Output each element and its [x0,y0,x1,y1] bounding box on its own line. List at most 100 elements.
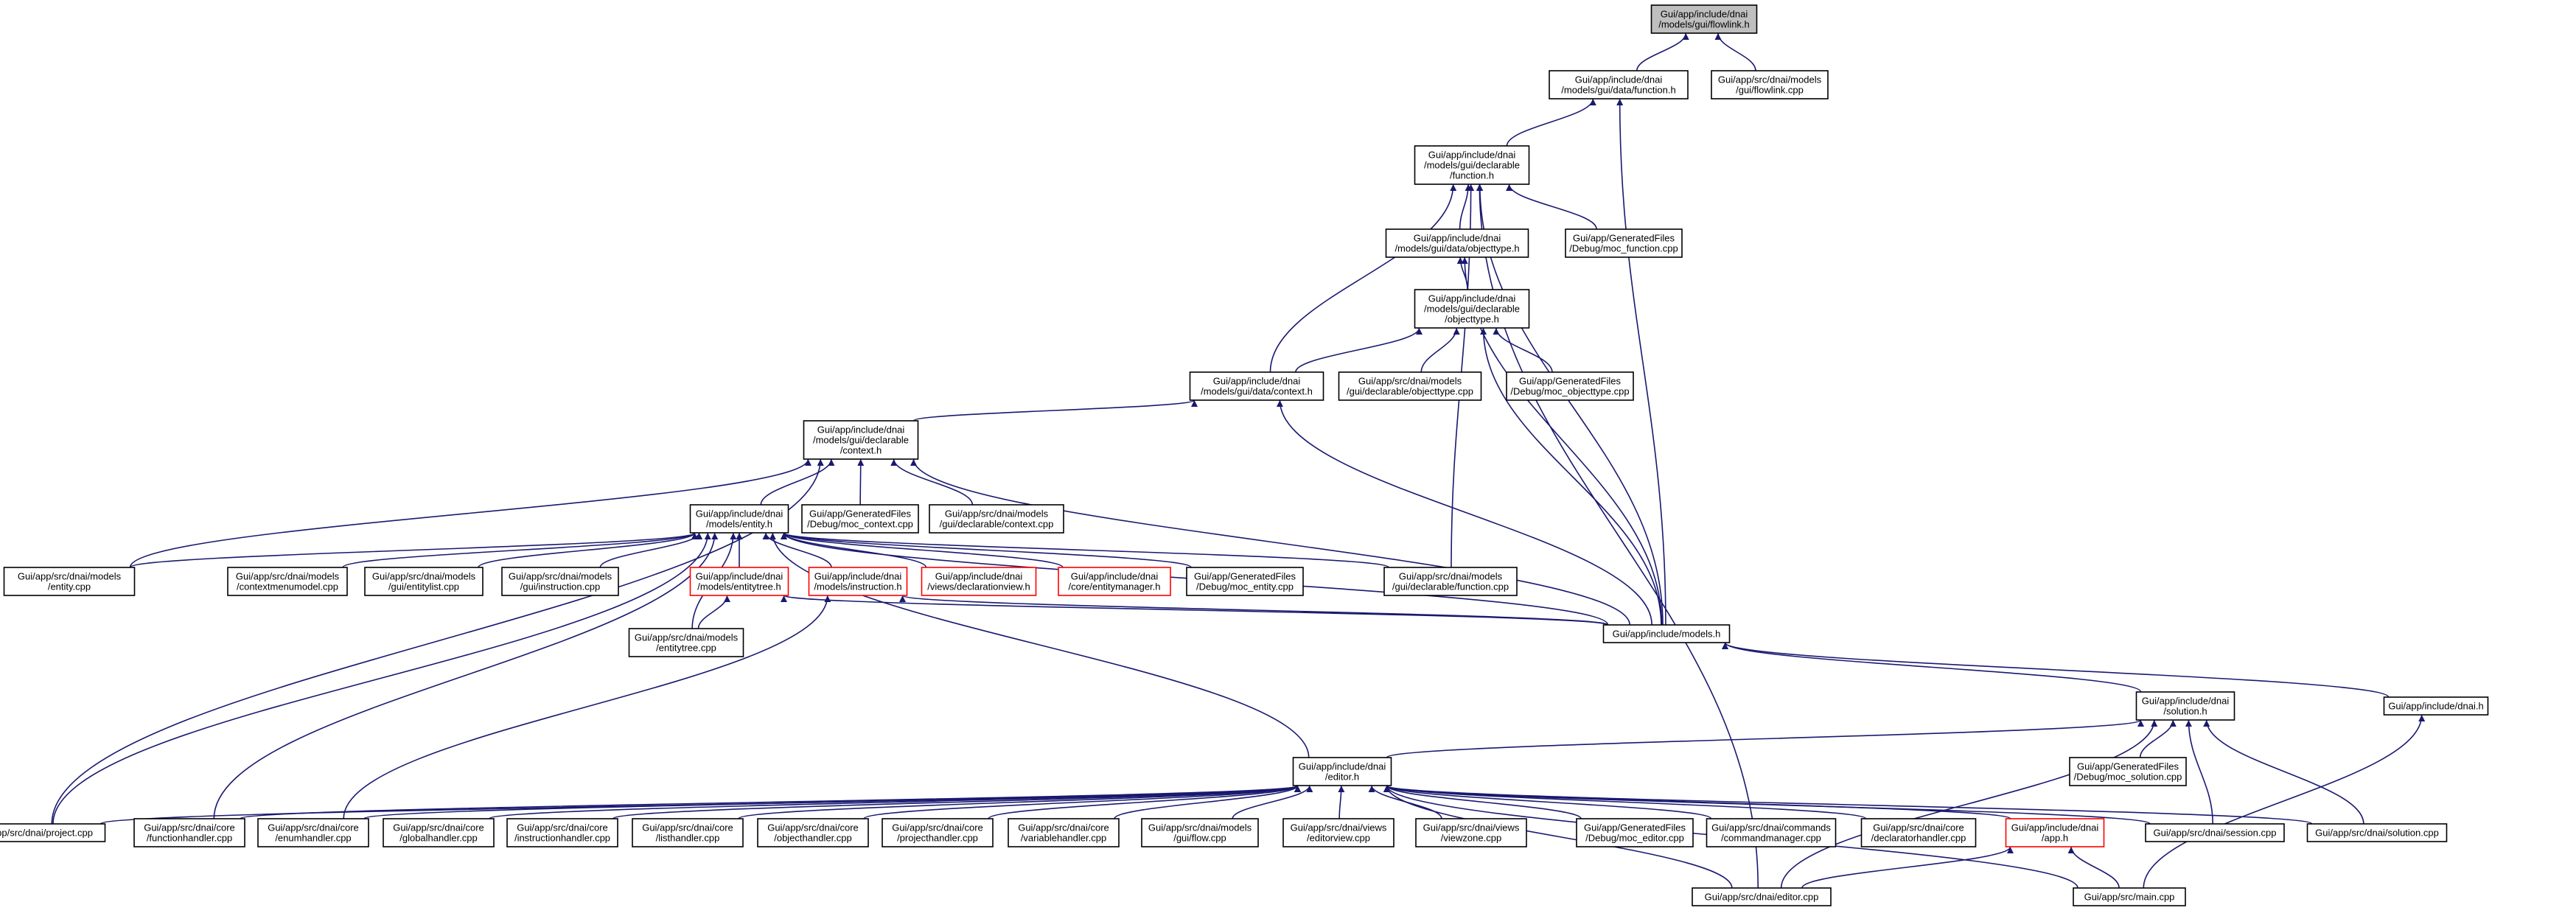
node-label-line: Gui/app/src/dnai/models [1148,822,1252,833]
node-declarationview-h[interactable]: Gui/app/include/dnai/views/declarationvi… [921,567,1037,596]
node-box [1338,371,1482,401]
edge-editor-cpp-to-app-h [1801,846,2014,889]
edge-instruction-h-to-entity-h [762,532,832,568]
node-box [2005,818,2105,847]
node-solution-h[interactable]: Gui/app/include/dnai/solution.h [2135,691,2235,721]
node-moc-solution-cpp[interactable]: Gui/app/GeneratedFiles/Debug/moc_solutio… [2069,757,2187,786]
node-globalhandler-cpp[interactable]: Gui/app/src/dnai/core/globalhandler.cpp [383,818,495,847]
node-declaratorhandler-cpp[interactable]: Gui/app/src/dnai/core/declaratorhandler.… [1860,818,1977,847]
node-objecthandler-cpp[interactable]: Gui/app/src/dnai/core/objecthandler.cpp [757,818,869,847]
node-box [801,504,919,534]
edge-editor-cpp-to-solution-h [1780,719,2158,889]
edge-moc-context-cpp-to-decl-context-h [857,458,865,506]
edge-models-h-to-decl-context-h [910,458,1630,626]
edge-moc-function-cpp-to-decl-function-h [1506,183,1597,230]
node-box [1706,818,1837,847]
node-label-line: Gui/app/include/dnai.h [2388,701,2483,712]
node-viewzone-cpp[interactable]: Gui/app/src/dnai/views/viewzone.cpp [1415,818,1527,847]
node-instruction-cpp[interactable]: Gui/app/src/dnai/models/gui/instruction.… [501,567,619,596]
node-editor-h[interactable]: Gui/app/include/dnai/editor.h [1292,757,1392,786]
node-listhandler-cpp[interactable]: Gui/app/src/dnai/core/listhandler.cpp [632,818,744,847]
node-data-function-h[interactable]: Gui/app/include/dnai/models/gui/data/fun… [1549,70,1689,99]
node-entity-cpp[interactable]: Gui/app/src/dnai/models/entity.cpp [3,567,136,596]
node-label-line: /models/entity.h [706,519,772,530]
node-label-line: /viewzone.cpp [1441,833,1501,844]
edge-entity-cpp-to-decl-context-h [129,458,811,568]
edge-entitytree-cpp-to-entitytree-h [697,595,730,629]
node-session-cpp[interactable]: Gui/app/src/dnai/session.cpp [2145,823,2285,842]
node-decl-function-h[interactable]: Gui/app/include/dnai/models/gui/declarab… [1414,145,1530,185]
node-dnai-h[interactable]: Gui/app/include/dnai.h [2383,696,2489,716]
node-decl-function-cpp[interactable]: Gui/app/src/dnai/models/gui/declarable/f… [1383,567,1518,596]
node-label-line: /models/gui/data/objecttype.h [1395,243,1519,254]
node-projecthandler-cpp[interactable]: Gui/app/src/dnai/core/projecthandler.cpp [882,818,994,847]
node-box [506,818,618,847]
node-app-h[interactable]: Gui/app/include/dnai/app.h [2005,818,2105,847]
edge-solution-h-to-models-h [1722,642,2142,693]
node-label-line: Gui/app/GeneratedFiles [809,508,912,520]
node-moc-objecttype-cpp[interactable]: Gui/app/GeneratedFiles/Debug/moc_objectt… [1506,371,1634,401]
node-decl-objecttype-h[interactable]: Gui/app/include/dnai/models/gui/declarab… [1414,289,1530,329]
node-decl-context-h[interactable]: Gui/app/include/dnai/models/gui/declarab… [803,420,919,460]
node-models-h[interactable]: Gui/app/include/models.h [1602,624,1731,643]
edge-projecthandler-cpp-to-editor-h [988,785,1301,819]
node-label-line: Gui/app/include/dnai [935,571,1023,582]
node-label-line: /models/instruction.h [814,581,901,592]
node-moc-function-cpp[interactable]: Gui/app/GeneratedFiles/Debug/moc_functio… [1565,228,1683,258]
node-flow-cpp[interactable]: Gui/app/src/dnai/models/gui/flow.cpp [1141,818,1259,847]
node-instruction-h[interactable]: Gui/app/include/dnai/models/instruction.… [808,567,908,596]
node-instructionhandler-cpp[interactable]: Gui/app/src/dnai/core/instructionhandler… [506,818,618,847]
node-main-cpp[interactable]: Gui/app/src/main.cpp [2073,887,2186,906]
node-project-cpp[interactable]: Gui/app/src/dnai/project.cpp [0,823,106,842]
node-flowlink-cpp[interactable]: Gui/app/src/dnai/models/gui/flowlink.cpp [1711,70,1829,99]
node-box [1383,567,1518,596]
node-box [2383,696,2489,716]
node-entitylist-cpp[interactable]: Gui/app/src/dnai/models/gui/entitylist.c… [364,567,484,596]
node-entitymanager-h[interactable]: Gui/app/include/dnai/core/entitymanager.… [1058,567,1171,596]
node-enumhandler-cpp[interactable]: Gui/app/src/dnai/core/enumhandler.cpp [257,818,369,847]
node-entity-h[interactable]: Gui/app/include/dnai/models/entity.h [689,504,789,534]
node-box [1008,818,1120,847]
node-box [921,567,1037,596]
node-solution-cpp[interactable]: Gui/app/src/dnai/solution.cpp [2306,823,2448,842]
node-box [1565,228,1683,258]
node-box [1650,4,1758,34]
node-decl-objecttype-cpp[interactable]: Gui/app/src/dnai/models/gui/declarable/o… [1338,371,1482,401]
node-label-line: /listhandler.cpp [656,833,720,844]
node-box [929,504,1064,534]
node-functionhandler-cpp[interactable]: Gui/app/src/dnai/core/functionhandler.cp… [133,818,245,847]
edge-contextmenumodel-cpp-to-entity-h [342,532,698,568]
node-editorview-cpp[interactable]: Gui/app/src/dnai/views/editorview.cpp [1282,818,1395,847]
node-moc-editor-cpp[interactable]: Gui/app/GeneratedFiles/Debug/moc_editor.… [1576,818,1694,847]
edge-models-h-to-decl-objecttype-h [1480,327,1662,626]
node-moc-entity-cpp[interactable]: Gui/app/GeneratedFiles/Debug/moc_entity.… [1186,567,1304,596]
node-label-line: /models/gui/data/function.h [1561,85,1675,96]
node-entitytree-cpp[interactable]: Gui/app/src/dnai/models/entitytree.cpp [628,628,744,657]
node-box [2145,823,2285,842]
node-variablehandler-cpp[interactable]: Gui/app/src/dnai/core/variablehandler.cp… [1008,818,1120,847]
node-flowlink-h[interactable]: Gui/app/include/dnai/models/gui/flowlink… [1650,4,1758,34]
node-data-objecttype-h[interactable]: Gui/app/include/dnai/models/gui/data/obj… [1385,228,1529,258]
node-label-line: Gui/app/src/dnai/core [1873,822,1964,833]
node-box [1602,624,1731,643]
node-label-line: /globalhandler.cpp [399,833,478,844]
node-data-context-h[interactable]: Gui/app/include/dnai/models/gui/data/con… [1189,371,1324,401]
edge-data-context-h-to-decl-objecttype-h [1295,327,1423,373]
node-label-line: Gui/app/GeneratedFiles [1519,376,1622,387]
node-label-line: Gui/app/include/dnai [1428,150,1516,161]
edge-moc-solution-cpp-to-solution-h [2139,719,2177,758]
node-editor-cpp[interactable]: Gui/app/src/dnai/editor.cpp [1692,887,1832,906]
node-label-line: Gui/app/src/dnai/models [372,571,476,582]
edge-variablehandler-cpp-to-editor-h [1114,785,1301,819]
node-decl-context-cpp[interactable]: Gui/app/src/dnai/models/gui/declarable/c… [929,504,1064,534]
node-box [882,818,994,847]
node-label-line: /enumhandler.cpp [275,833,351,844]
node-contextmenumodel-cpp[interactable]: Gui/app/src/dnai/models/contextmenumodel… [227,567,348,596]
node-label-line: /models/gui/declarable [813,435,909,446]
node-moc-context-cpp[interactable]: Gui/app/GeneratedFiles/Debug/moc_context… [801,504,919,534]
node-label-line: Gui/app/include/dnai [1428,293,1516,304]
node-entitytree-h[interactable]: Gui/app/include/dnai/models/entitytree.h [689,567,789,596]
node-label-line: /solution.h [2163,706,2207,717]
node-commandmanager-cpp[interactable]: Gui/app/src/dnai/commands/commandmanager… [1706,818,1837,847]
node-box [803,420,919,460]
